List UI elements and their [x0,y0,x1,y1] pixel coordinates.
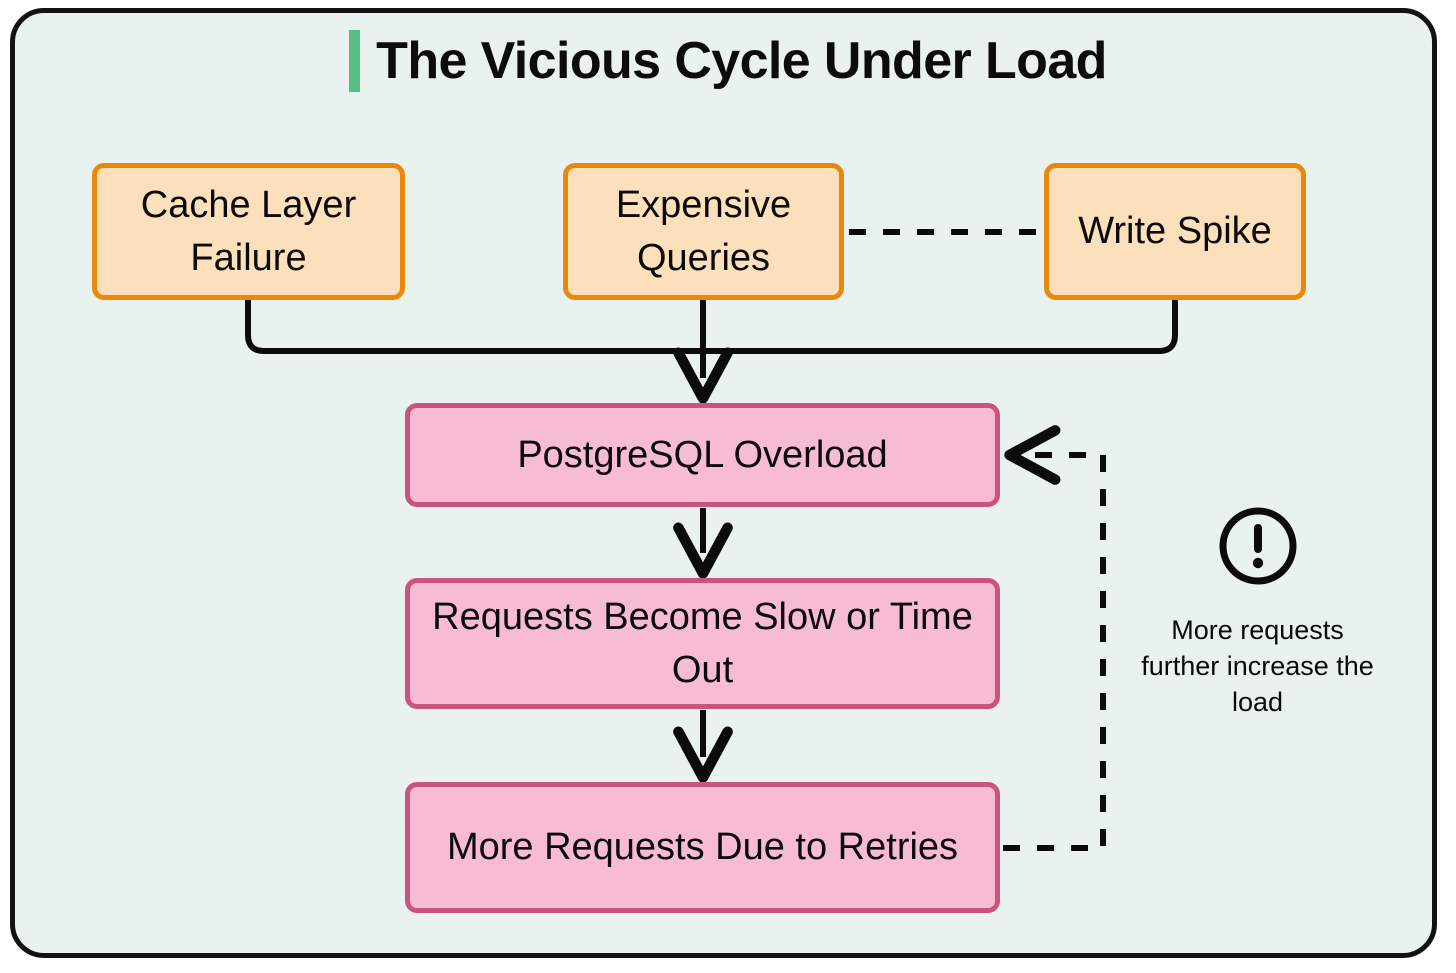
node-cache-layer-failure[interactable]: Cache Layer Failure [92,163,405,300]
exclamation-circle-icon [1219,507,1296,585]
annotation-text: More requests further increase the load [1141,615,1374,717]
node-label: PostgreSQL Overload [517,433,888,476]
title-accent-bar [349,30,361,92]
node-label: Write Spike [1078,210,1272,253]
node-label: Requests Become Slow or Time Out [432,596,973,691]
title-label: The Vicious Cycle Under Load [376,32,1107,90]
node-postgresql-overload[interactable]: PostgreSQL Overload [405,403,1000,507]
node-expensive-queries[interactable]: Expensive Queries [563,163,844,300]
node-write-spike[interactable]: Write Spike [1044,163,1306,300]
node-more-requests-retries[interactable]: More Requests Due to Retries [405,782,1000,913]
node-requests-become-slow[interactable]: Requests Become Slow or Time Out [405,578,1000,709]
page-title: The Vicious Cycle Under Load [0,30,1456,92]
node-label: More Requests Due to Retries [446,826,959,869]
feedback-annotation: More requests further increase the load [1140,505,1375,721]
node-label: Expensive Queries [615,184,792,279]
node-label: Cache Layer Failure [140,184,357,279]
